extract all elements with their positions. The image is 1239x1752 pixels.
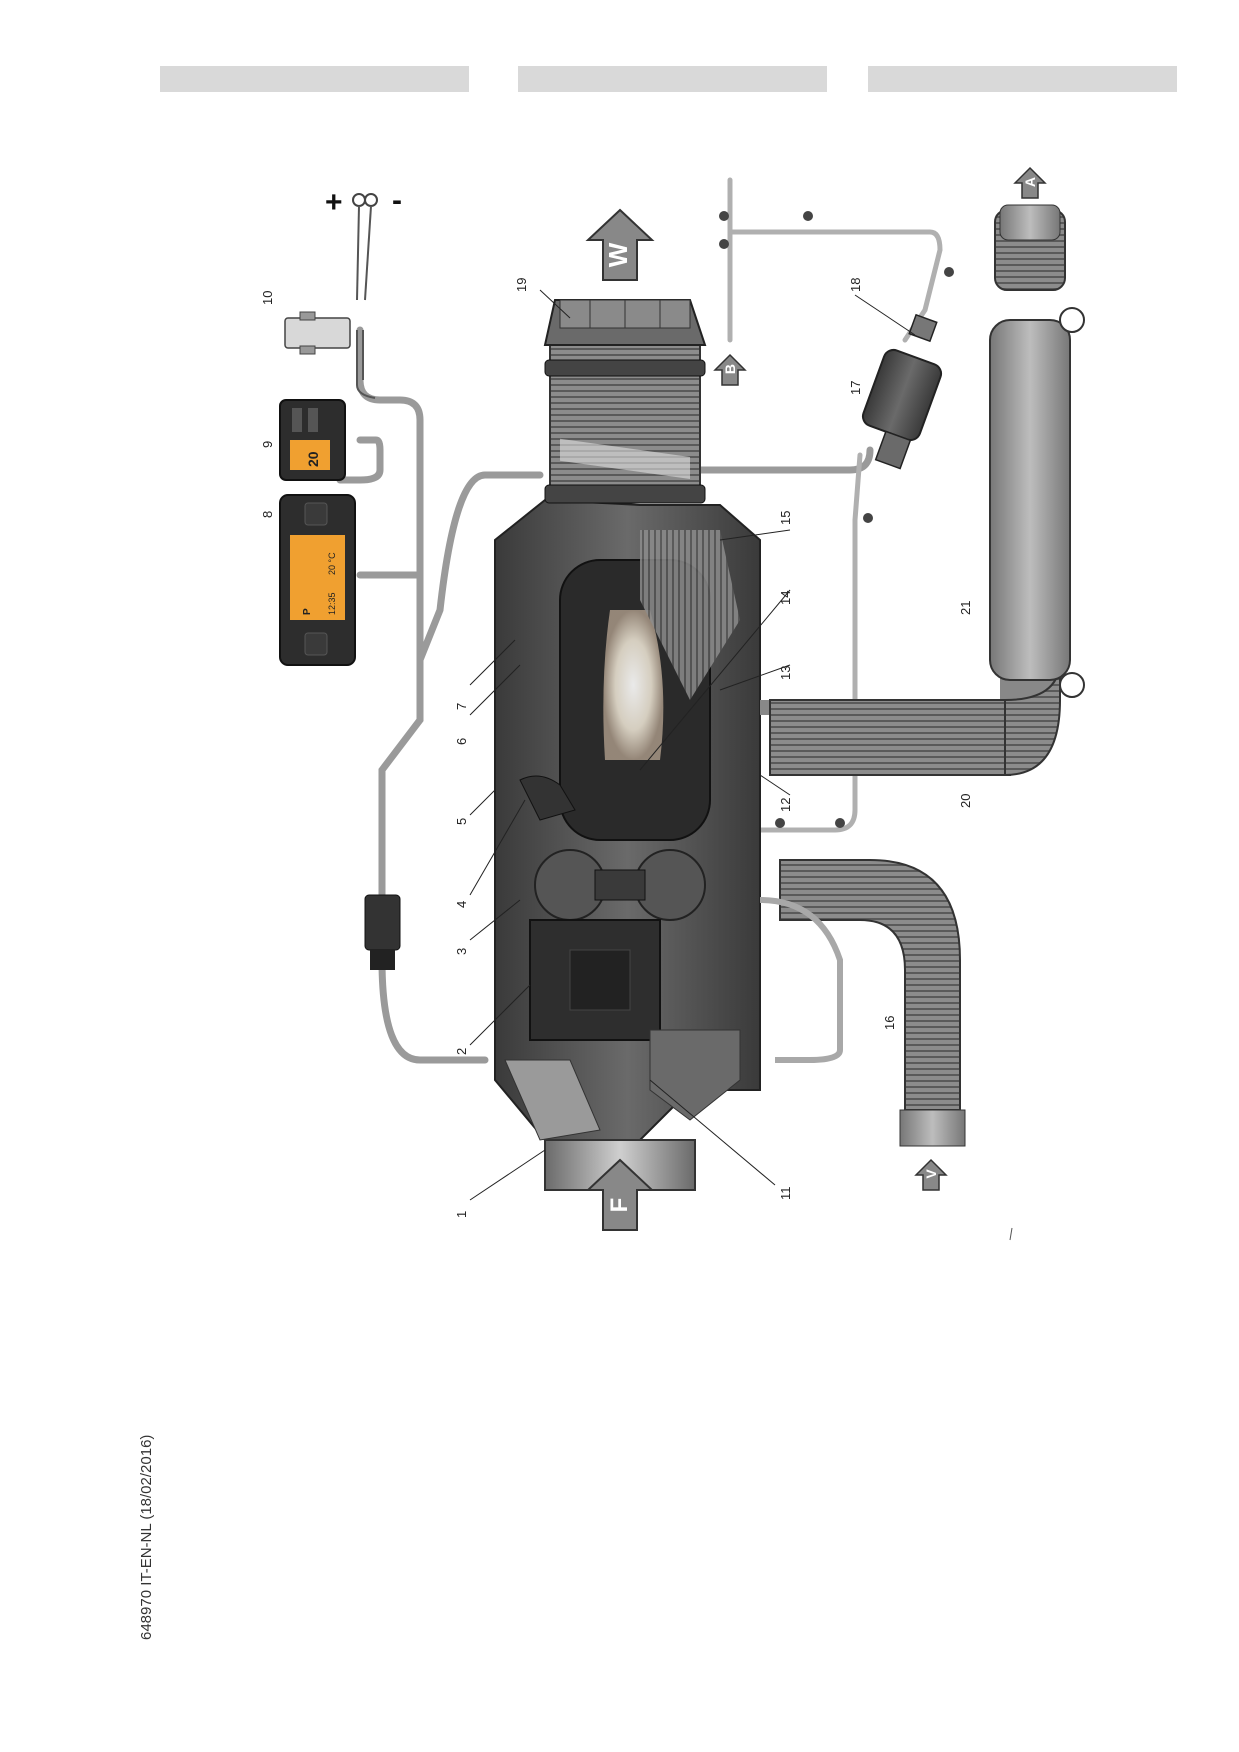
part-number-16: 16	[882, 1016, 897, 1030]
wiring-connector	[364, 894, 401, 970]
header-bar-middle	[518, 66, 827, 92]
part-number-10: 10	[260, 291, 275, 305]
controller-9: 20	[279, 399, 346, 481]
arrow-fresh-air: F	[585, 1158, 655, 1231]
fuel-clips	[719, 211, 954, 828]
part-number-8: 8	[260, 511, 275, 518]
arrow-exhaust: A	[1013, 166, 1047, 199]
document-code: 648970 IT-EN-NL (18/02/2016)	[138, 1434, 155, 1640]
warm-air-duct	[543, 299, 707, 504]
part-number-3: 3	[454, 948, 469, 955]
wiring-dark	[356, 330, 376, 399]
image-mark	[1009, 1227, 1013, 1241]
part-numbers: 1 2 3 4 5 6 7 8 9 10 11 12 13 14 15 16 1…	[260, 278, 973, 1218]
part-number-21: 21	[958, 601, 973, 615]
battery-minus-label: -	[392, 184, 402, 217]
part-number-2: 2	[454, 1048, 469, 1055]
part-number-20: 20	[958, 794, 973, 808]
arrow-combustion-air-label: V	[923, 1169, 939, 1179]
controller-8-mode: P	[302, 608, 313, 615]
controller-8: P 12:35 20 °C	[279, 494, 356, 666]
arrow-warm-air-label: W	[603, 242, 633, 267]
part-number-12: 12	[778, 798, 793, 812]
arrow-fresh-air-label: F	[606, 1198, 633, 1213]
arrow-exhaust-label: A	[1022, 177, 1038, 187]
controller-8-temp: 20 °C	[327, 552, 337, 575]
controller-8-clock: 12:35	[327, 592, 337, 615]
arrow-fuel-label: B	[722, 364, 738, 374]
part-number-9: 9	[260, 441, 275, 448]
part-number-13: 13	[778, 666, 793, 680]
header-bar-left	[160, 66, 469, 92]
part-number-18: 18	[848, 278, 863, 292]
battery-plus-label: +	[325, 186, 343, 219]
battery-terminals	[352, 193, 378, 301]
arrow-combustion-air: V	[914, 1158, 948, 1191]
document-code-wrapper: 648970 IT-EN-NL (18/02/2016)	[138, 1435, 155, 1641]
part-number-7: 7	[454, 703, 469, 710]
part-number-19: 19	[514, 278, 529, 292]
part-number-1: 1	[454, 1211, 469, 1218]
fuel-filter	[908, 313, 938, 343]
controller-9-value: 20	[305, 451, 321, 467]
leader-lines	[469, 289, 916, 1201]
part-number-17: 17	[848, 381, 863, 395]
combustion-air-hose	[759, 859, 966, 1147]
part-number-5: 5	[454, 818, 469, 825]
exhaust-hose	[760, 659, 1061, 777]
part-number-11: 11	[778, 1187, 793, 1201]
part-number-6: 6	[454, 738, 469, 745]
header-bar-right	[868, 66, 1177, 92]
fuel-pump	[861, 348, 943, 470]
arrow-fuel: B	[713, 353, 747, 386]
part-number-15: 15	[778, 511, 793, 525]
fuse-holder-10	[284, 311, 351, 355]
part-number-4: 4	[454, 901, 469, 908]
silencer	[989, 204, 1085, 698]
part-number-14: 14	[778, 591, 793, 605]
arrow-warm-air: W	[585, 208, 655, 281]
heater-body	[494, 498, 761, 1141]
